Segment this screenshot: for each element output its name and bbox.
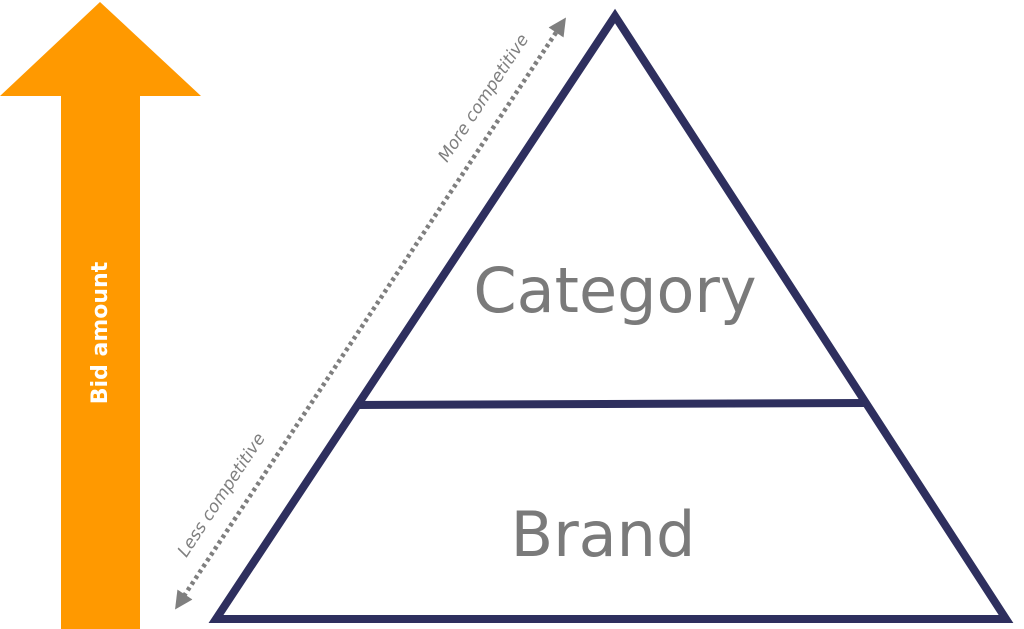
bid-amount-arrow: Bid amount [0, 2, 201, 629]
less-competitive-label: Less competitive [174, 430, 270, 561]
bid-arrow-shape [0, 2, 201, 629]
tier-label-category: Category [473, 254, 756, 327]
pyramid-outline [208, 8, 1014, 623]
competition-dotted-line [175, 17, 566, 610]
pyramid-tier-divider [356, 399, 867, 409]
bid-amount-label: Bid amount [88, 261, 113, 404]
tier-label-brand: Brand [511, 498, 696, 571]
pyramid: Category Brand [208, 8, 1014, 623]
